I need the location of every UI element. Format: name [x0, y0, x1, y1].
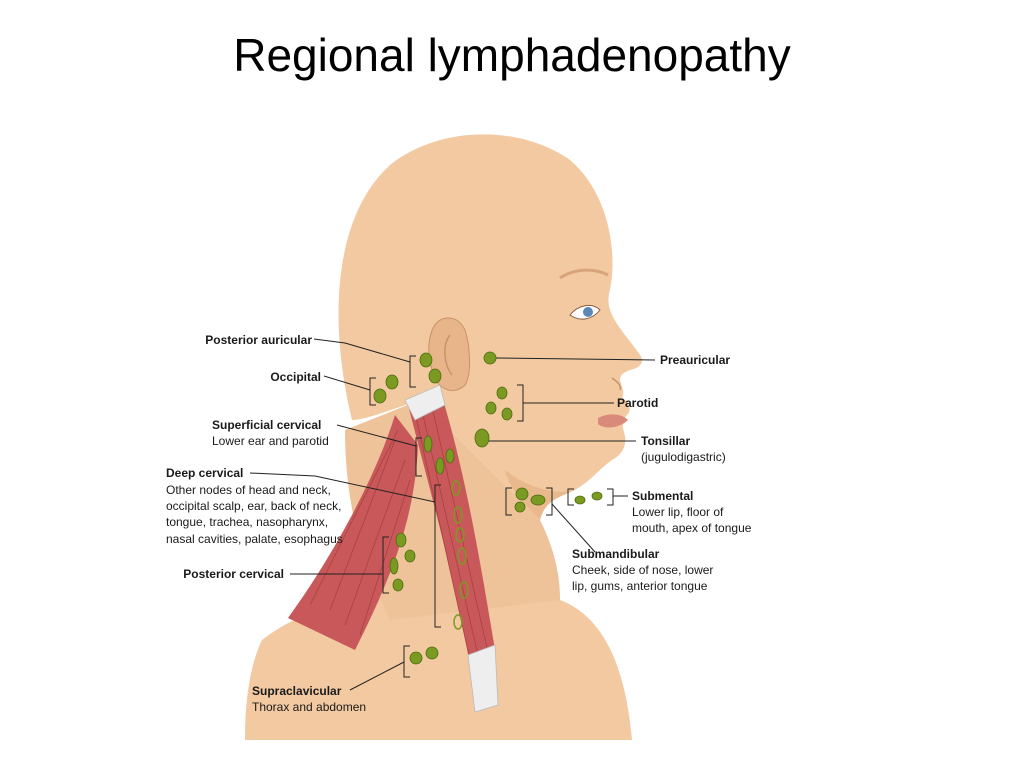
- node-deep-cervical: [453, 614, 463, 630]
- desc-deep-cervical-3: tongue, trachea, nasopharynx,: [166, 515, 328, 529]
- node-supraclavicular: [425, 646, 439, 660]
- scm-lower-tendon: [467, 644, 499, 713]
- node-deep-cervical: [451, 480, 461, 496]
- label-posterior-cervical: Posterior cervical: [183, 567, 284, 581]
- desc-tonsillar: (jugulodigastric): [641, 450, 726, 464]
- trapezius-striations: [309, 429, 411, 636]
- bracket-submental: [607, 488, 614, 506]
- node-parotid: [485, 401, 497, 415]
- node-submandibular: [514, 501, 526, 513]
- bracket-supraclavicular: [403, 645, 410, 678]
- leader-posterior-auricular: [313, 338, 411, 363]
- iris: [583, 307, 593, 317]
- node-parotid: [501, 407, 513, 421]
- lips: [598, 414, 628, 428]
- node-submandibular: [515, 487, 529, 501]
- eyebrow: [559, 268, 609, 280]
- node-posterior-cervical: [392, 578, 404, 592]
- bracket-superficial-cervical: [415, 437, 422, 477]
- label-posterior-auricular: Posterior auricular: [205, 333, 312, 347]
- node-submandibular: [530, 494, 546, 506]
- label-submandibular: Submandibular: [572, 547, 660, 561]
- nostril: [611, 377, 622, 391]
- label-tonsillar: Tonsillar: [641, 434, 690, 448]
- label-submental: Submental: [632, 489, 693, 503]
- label-preauricular: Preauricular: [660, 353, 730, 367]
- leader-occipital: [323, 375, 371, 391]
- leader-submandibular: [551, 503, 596, 553]
- node-occipital: [373, 388, 387, 404]
- node-supraclavicular: [409, 651, 423, 665]
- node-preauricular: [483, 351, 497, 365]
- desc-deep-cervical-1: Other nodes of head and neck,: [166, 483, 331, 497]
- node-posterior-auricular: [428, 368, 442, 384]
- bracket-posterior-cervical: [382, 536, 389, 594]
- desc-superficial-cervical: Lower ear and parotid: [212, 434, 329, 448]
- label-supraclavicular: Supraclavicular: [252, 684, 342, 698]
- node-superficial-cervical: [423, 435, 433, 453]
- sternocleidomastoid-muscle: [408, 390, 495, 665]
- lymph-nodes: [373, 351, 603, 665]
- node-posterior-cervical: [395, 532, 407, 548]
- node-posterior-auricular: [419, 352, 433, 368]
- node-parotid: [496, 386, 508, 400]
- desc-supraclavicular: Thorax and abdomen: [252, 700, 366, 714]
- desc-deep-cervical-4: nasal cavities, palate, esophagus: [166, 532, 343, 546]
- node-deep-cervical: [455, 527, 465, 543]
- node-deep-cervical: [459, 581, 469, 599]
- ear-inner: [444, 334, 453, 376]
- label-occipital: Occipital: [270, 370, 321, 384]
- node-submental: [574, 495, 586, 505]
- deep-cervical-nodes: [451, 480, 469, 630]
- desc-submental-1: Lower lip, floor of: [632, 505, 724, 519]
- bracket-submandibular-right: [546, 487, 553, 516]
- label-deep-cervical: Deep cervical: [166, 466, 243, 480]
- bracket-submental-left: [567, 488, 574, 506]
- scm-upper-tendon: [404, 384, 446, 421]
- leader-supraclavicular: [349, 661, 405, 691]
- node-superficial-cervical: [445, 448, 455, 464]
- label-superficial-cervical: Superficial cervical: [212, 418, 321, 432]
- bracket-deep-cervical: [434, 484, 441, 628]
- node-occipital: [385, 374, 399, 390]
- bracket-occipital: [369, 377, 376, 406]
- node-deep-cervical: [457, 547, 467, 565]
- bracket-posterior-auricular: [409, 355, 416, 388]
- slide-title: Regional lymphadenopathy: [233, 29, 791, 81]
- desc-submandibular-1: Cheek, side of nose, lower: [572, 563, 713, 577]
- desc-submandibular-2: lip, gums, anterior tongue: [572, 579, 708, 593]
- leader-superficial-cervical: [336, 424, 417, 447]
- node-superficial-cervical: [435, 457, 445, 475]
- trapezius-muscle: [288, 415, 418, 650]
- node-posterior-cervical: [389, 557, 399, 575]
- label-parotid: Parotid: [617, 396, 658, 410]
- desc-deep-cervical-2: occipital scalp, ear, back of neck,: [166, 499, 341, 513]
- desc-submental-2: mouth, apex of tongue: [632, 521, 752, 535]
- bracket-submandibular: [505, 487, 512, 516]
- node-deep-cervical: [453, 506, 463, 524]
- leader-deep-cervical: [249, 472, 436, 503]
- node-posterior-cervical: [404, 549, 416, 563]
- node-submental: [591, 491, 603, 501]
- leader-preauricular: [495, 357, 656, 361]
- node-tonsillar: [474, 428, 490, 448]
- head: [338, 134, 642, 520]
